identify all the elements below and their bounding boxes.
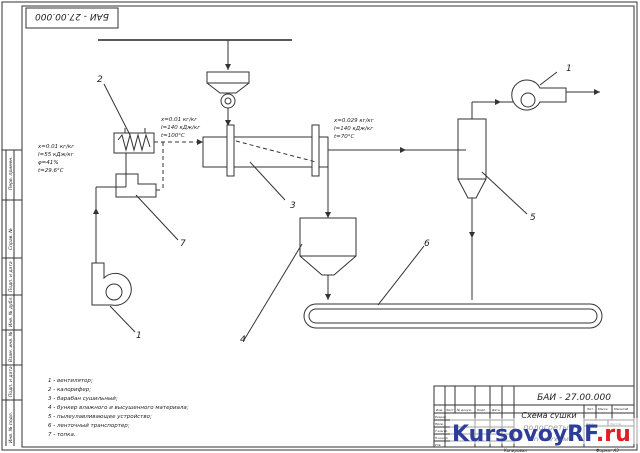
hdr-mass: Масса: [598, 407, 608, 411]
margin-label-2: Справ. №: [8, 228, 14, 250]
hdr-sign: Подп.: [477, 408, 486, 412]
belt-conveyor: [303, 303, 603, 329]
row-label-prov: Пров.: [435, 422, 444, 426]
air-heater: [113, 128, 203, 154]
format-label: Формат А3: [596, 448, 619, 453]
fan-right: [511, 79, 600, 111]
param-left-i: I=55 кДж/кг: [38, 152, 74, 158]
param-left-x: x=0.01 кг/кг: [37, 144, 74, 150]
callout-4: 4: [240, 335, 246, 345]
feed-hopper: [206, 71, 250, 126]
callout-5: 5: [530, 213, 536, 223]
hdr-scale: Масштаб: [614, 407, 628, 411]
legend-item-2: 2 - калорифер;: [48, 387, 91, 393]
top-stamp: БАИ - 27.00.000: [25, 7, 119, 29]
leader-lines: [103, 71, 558, 341]
margin-label-1: Перв. примен.: [8, 156, 14, 190]
watermark-text: KursovoyRF.ru: [452, 422, 631, 447]
margin-label-6: Подп. и дата: [8, 366, 14, 397]
param-mid-x: x=0.01 кг/кг: [160, 117, 197, 123]
drying-drum: [202, 124, 331, 218]
fan-left: [91, 153, 132, 306]
margin-label-7: Инв. № подл.: [8, 412, 14, 443]
margin-label-3: Подп. и дата: [8, 261, 14, 292]
top-stamp-text: БАИ - 27.00.000: [35, 11, 109, 21]
fan-right-icon: [520, 92, 536, 108]
legend-item-3: 3 - барабан сушильный;: [48, 396, 118, 402]
legend-item-7: 7 - топка.: [48, 432, 76, 438]
watermark-main: KursovoyRF: [452, 422, 598, 447]
row-label-tkontr: Т.контр.: [435, 429, 448, 433]
cyclone: [457, 99, 513, 300]
param-left-t: t=29.6°С: [38, 168, 64, 174]
title-block-code: БАИ - 27.00.000: [537, 393, 611, 403]
param-right-t: t=70°С: [334, 134, 355, 140]
margin-label-4: Инв. № дубл.: [8, 296, 14, 327]
param-mid-t: t=100°С: [161, 133, 185, 139]
hdr-izm: Изм.: [436, 408, 443, 412]
row-label-utv: Утв.: [435, 443, 441, 447]
params-right: x=0.029 кг/кг I=140 кДж/кг t=70°С: [333, 118, 374, 140]
callout-2: 2: [97, 75, 103, 85]
callout-1-left: 1: [136, 331, 142, 341]
legend: 1 - вентилятор; 2 - калорифер; 3 - бараб…: [48, 378, 189, 438]
watermark-suffix: .ru: [596, 422, 631, 447]
param-left-phi: φ=41%: [38, 160, 58, 166]
rotary-feeder-icon: [220, 93, 236, 109]
hdr-lit: Лит.: [586, 407, 594, 411]
inner-frame: [21, 5, 635, 448]
product-hopper: [299, 217, 357, 300]
fan-left-icon: [105, 283, 123, 301]
row-label-razrab: Разраб.: [435, 415, 447, 419]
legend-item-1: 1 - вентилятор;: [48, 378, 93, 384]
legend-item-6: 6 - ленточный транспортер;: [48, 423, 130, 429]
margin-label-5: Взам. инв. №: [8, 331, 14, 362]
left-margin-columns: Перв. примен. Справ. № Подп. и дата Инв.…: [2, 149, 22, 446]
params-left: x=0.01 кг/кг I=55 кДж/кг φ=41% t=29.6°С: [37, 144, 74, 174]
furnace: [115, 142, 164, 198]
legend-item-5: 5 - пылеулавливающее устройство;: [48, 414, 152, 420]
watermark: KursovoyRF.ru: [450, 418, 638, 447]
params-mid: x=0.01 кг/кг I=140 кДж/кг t=100°С: [160, 117, 200, 139]
callout-1-right: 1: [566, 64, 572, 74]
legend-item-4: 4 - бункер влажного и высушенного матери…: [48, 405, 189, 411]
hdr-doc: № докум.: [456, 408, 472, 412]
param-mid-i: I=140 кДж/кг: [161, 125, 200, 131]
param-right-x: x=0.029 кг/кг: [333, 118, 374, 124]
hdr-list: Лист: [445, 408, 454, 412]
callout-6: 6: [424, 239, 430, 249]
copied-label: Копировал: [504, 448, 527, 453]
top-feed-pipe: [98, 39, 292, 70]
callout-3: 3: [290, 201, 296, 211]
param-right-i: I=140 кДж/кг: [334, 126, 373, 132]
drum-to-cyclone-pipe: [328, 147, 466, 153]
hdr-date: Дата: [491, 408, 500, 412]
callout-7: 7: [180, 239, 186, 249]
row-label-nkontr: Н.контр.: [435, 436, 448, 440]
